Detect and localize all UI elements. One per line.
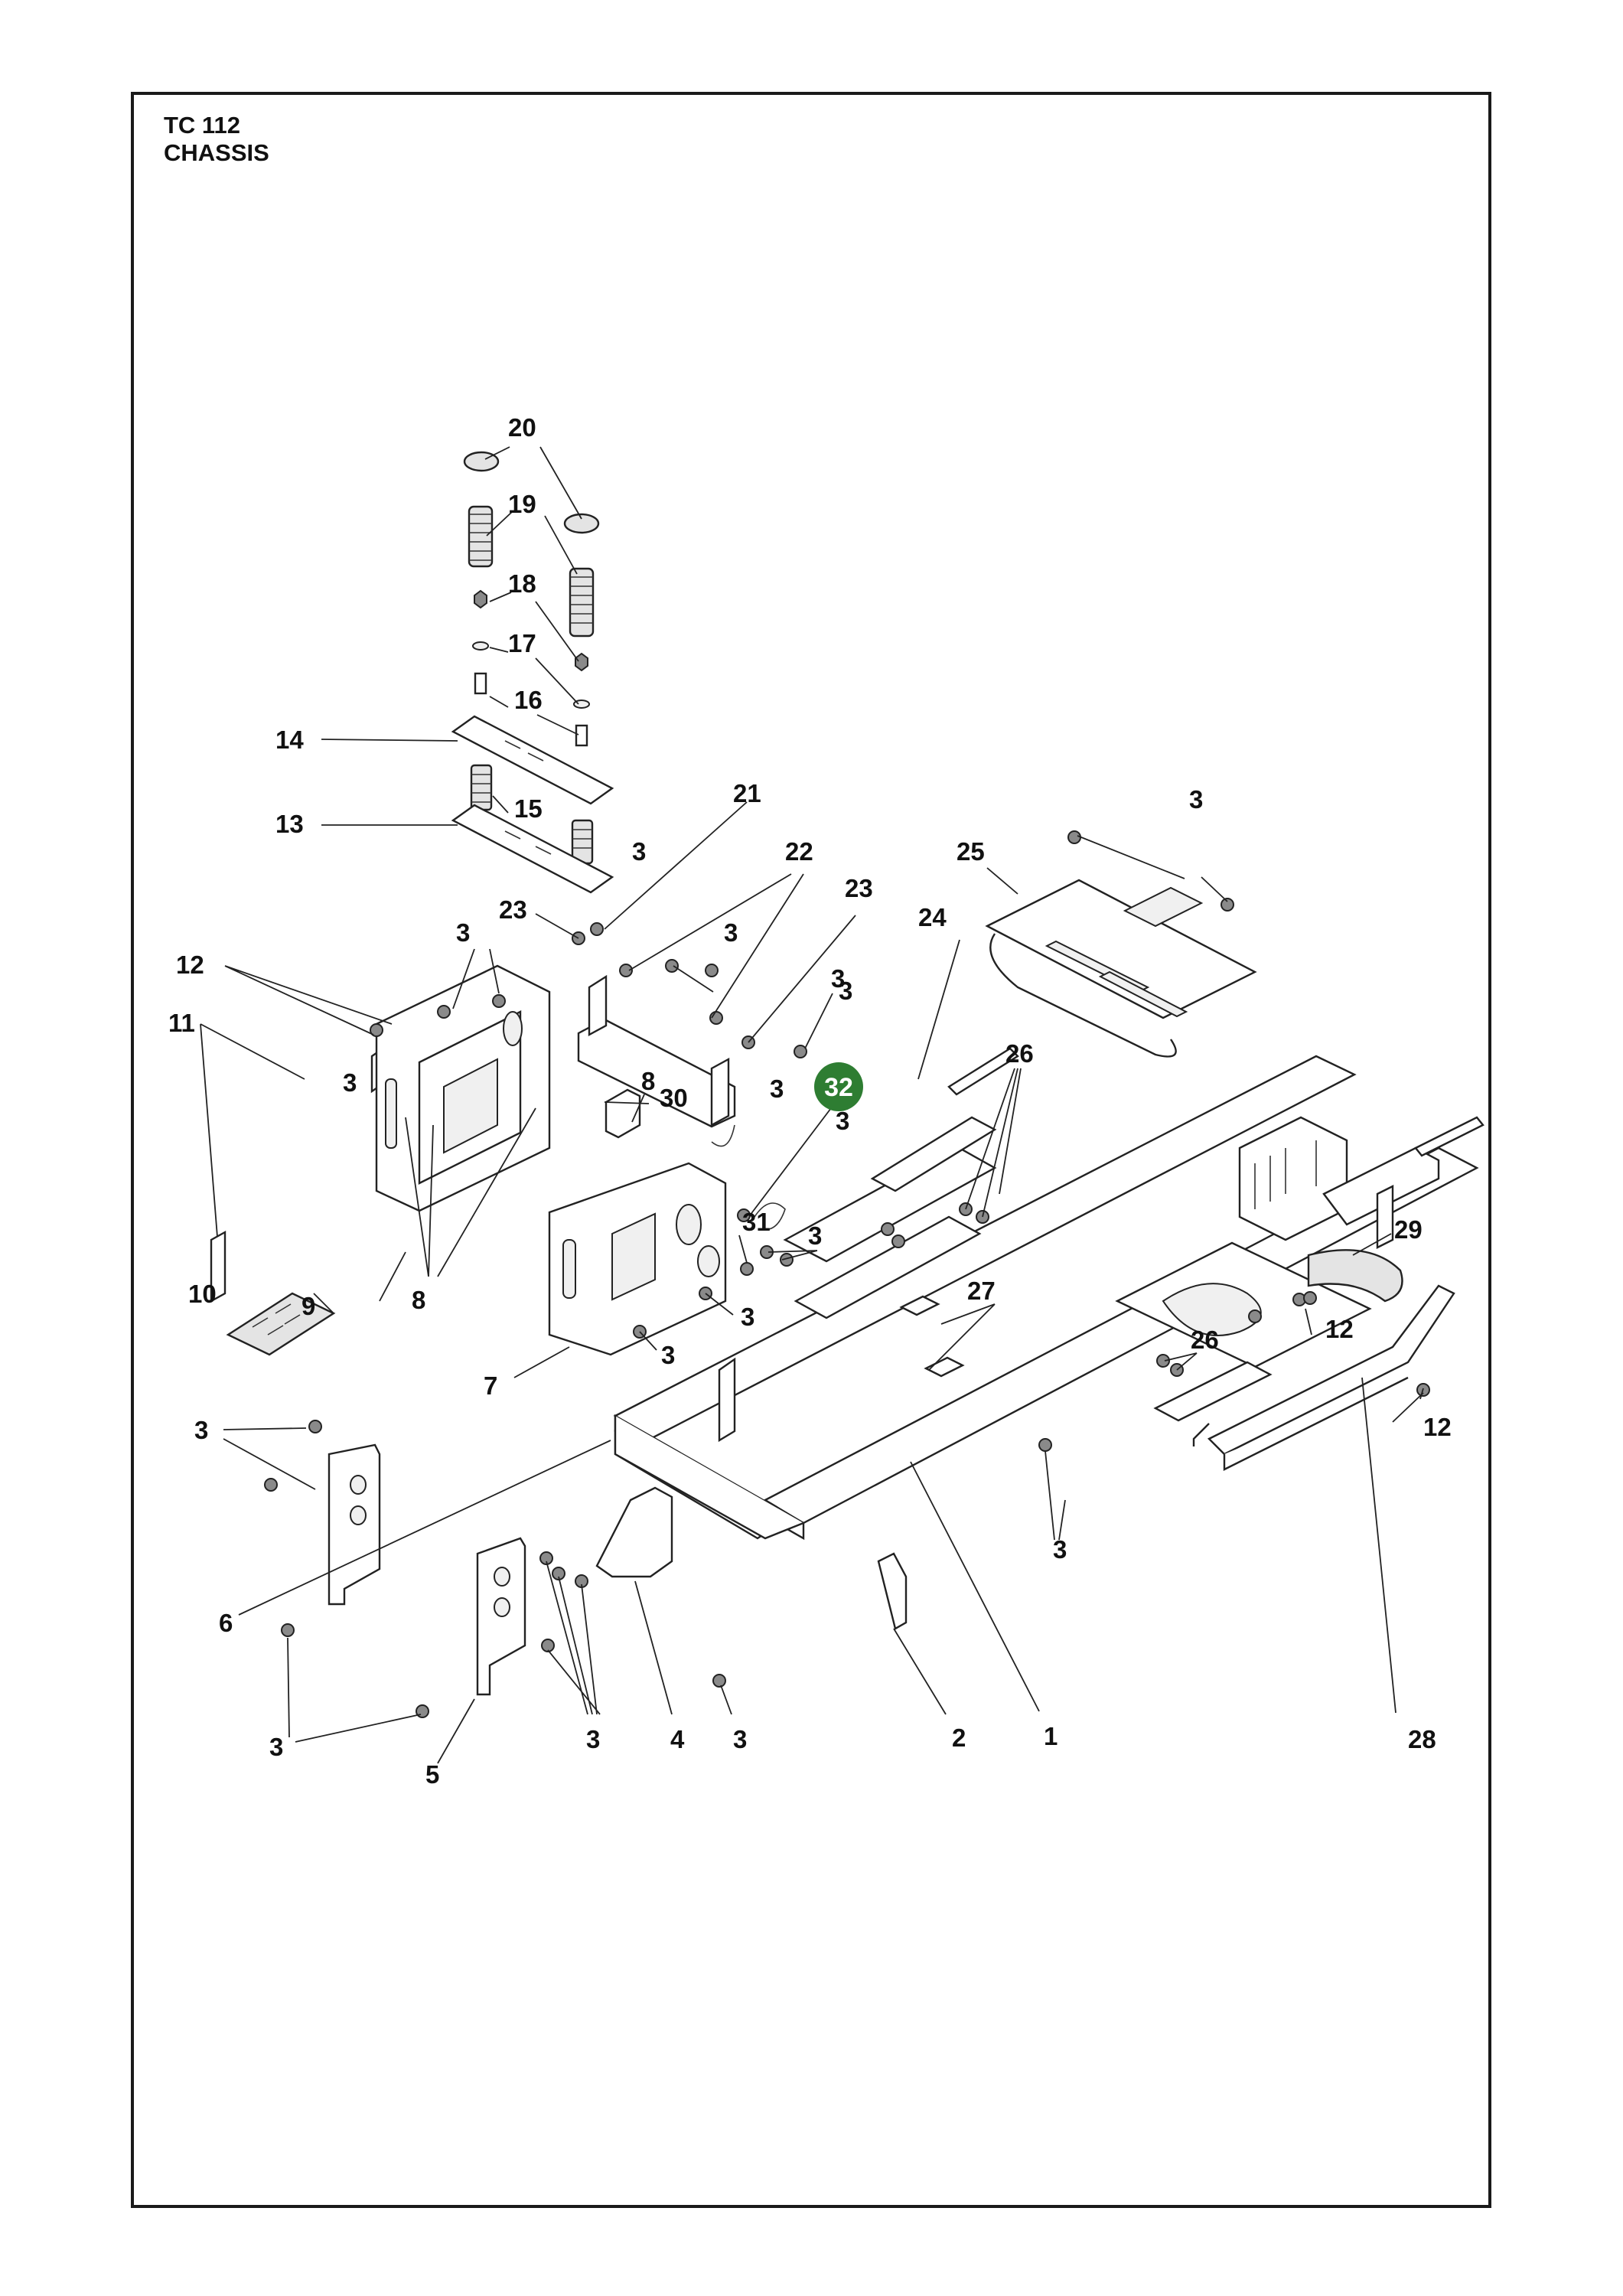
callout-3-m: 3 (269, 1733, 283, 1761)
center-bracket (577, 974, 736, 1147)
callout-7: 7 (484, 1371, 497, 1400)
callout-3-q: 3 (831, 964, 845, 993)
seat-pan (985, 879, 1257, 1058)
part-10-floor-mat (226, 1292, 336, 1356)
leader-lines (200, 446, 1424, 1764)
callout-11: 11 (168, 1009, 195, 1037)
callout-19: 19 (508, 490, 536, 518)
callout-12-left: 12 (176, 951, 204, 979)
front-brackets (328, 1443, 908, 1696)
part-25-seat-pan (985, 879, 1257, 1019)
part-18-nut-right (575, 652, 588, 672)
callout-26-lower: 26 (1191, 1326, 1219, 1354)
part-13-seat-plate-lower (451, 804, 614, 894)
callout-10: 10 (188, 1280, 217, 1308)
callout-3-l: 3 (1053, 1535, 1067, 1564)
callout-23-right: 23 (845, 874, 873, 902)
callout-28: 28 (1408, 1725, 1436, 1753)
part-17-washer-right (573, 700, 590, 709)
callout-4: 4 (670, 1725, 685, 1753)
part-18-nut-left (474, 589, 487, 609)
part-19-spring-left (468, 505, 494, 568)
part-14-seat-plate-upper (451, 715, 614, 805)
callout-5: 5 (425, 1760, 439, 1789)
callout-1: 1 (1044, 1722, 1058, 1750)
part-30-clip (605, 1088, 641, 1139)
callout-15: 15 (514, 794, 543, 823)
seat-spring-assembly (451, 451, 614, 894)
callout-3-e: 3 (343, 1068, 357, 1097)
callout-26-upper: 26 (1005, 1039, 1034, 1068)
main-frame (613, 1055, 1484, 1541)
callout-9: 9 (301, 1292, 315, 1320)
part-6-front-plate-left (328, 1443, 381, 1606)
part-16-spacer-left (474, 672, 487, 695)
drawing-border (131, 92, 1491, 2208)
part-17-washer-left (472, 641, 489, 651)
callout-31: 31 (742, 1208, 771, 1236)
footrest-plate (783, 1047, 1019, 1319)
callout-21: 21 (733, 779, 761, 807)
callout-3-c: 3 (724, 918, 738, 947)
callout-8-lower: 8 (412, 1286, 425, 1314)
part-31-nut (740, 1262, 754, 1276)
part-4-front-bracket (595, 1486, 673, 1578)
callout-3-d: 3 (839, 977, 852, 1005)
callout-24: 24 (918, 903, 947, 931)
callout-3-i: 3 (661, 1341, 675, 1369)
callout-13: 13 (275, 810, 304, 838)
callout-2: 2 (952, 1724, 966, 1752)
callout-22: 22 (785, 837, 813, 866)
section-name: CHASSIS (164, 139, 269, 166)
highlight-badge[interactable] (814, 1062, 863, 1111)
callout-30: 30 (660, 1084, 688, 1112)
callout-12-right: 12 (1423, 1413, 1452, 1441)
callout-3-p: 3 (836, 1107, 849, 1135)
callout-6: 6 (219, 1609, 233, 1637)
part-11-clip-lower (210, 1230, 227, 1303)
callout-labels: 20 19 18 17 16 14 15 13 21 22 23 23 3 3 … (168, 413, 1452, 1789)
callout-3-b: 3 (456, 918, 470, 947)
callout-3-o: 3 (733, 1725, 747, 1753)
callout-3-k: 3 (1189, 785, 1203, 814)
part-19-spring-right (569, 567, 595, 638)
part-16-spacer-right (575, 724, 588, 747)
callout-3-g: 3 (808, 1221, 822, 1250)
callout-3-n: 3 (586, 1725, 600, 1753)
diagram-title: TC 112 CHASSIS (164, 112, 269, 167)
callout-18: 18 (508, 569, 536, 598)
callout-17: 17 (508, 629, 536, 657)
right-side-plate (548, 1162, 727, 1356)
callout-25: 25 (957, 837, 985, 866)
callout-3-a: 3 (632, 837, 646, 866)
callout-14: 14 (275, 726, 304, 754)
highlighted-callout-32[interactable]: 32 (814, 1062, 863, 1111)
callout-3-j: 3 (194, 1416, 208, 1444)
left-bracket-assembly (210, 964, 551, 1356)
callout-29: 29 (1394, 1215, 1423, 1244)
callout-12-rear: 12 (1325, 1315, 1354, 1343)
model-number: TC 112 (164, 112, 240, 139)
callout-3-h: 3 (741, 1303, 754, 1331)
part-15-spring-left (470, 764, 493, 811)
callout-20: 20 (508, 413, 536, 442)
part-29-guard (1307, 1249, 1403, 1303)
callout-23-left: 23 (499, 895, 527, 924)
callout-16: 16 (514, 686, 543, 714)
callout-27: 27 (967, 1277, 996, 1305)
callout-8-upper: 8 (641, 1067, 655, 1095)
part-2-lower-bracket (877, 1552, 908, 1630)
rear-bumper (1153, 1249, 1455, 1471)
part-20-bumper-right (563, 513, 600, 534)
highlight-badge-label: 32 (824, 1073, 853, 1102)
callout-3-f: 3 (770, 1075, 784, 1103)
